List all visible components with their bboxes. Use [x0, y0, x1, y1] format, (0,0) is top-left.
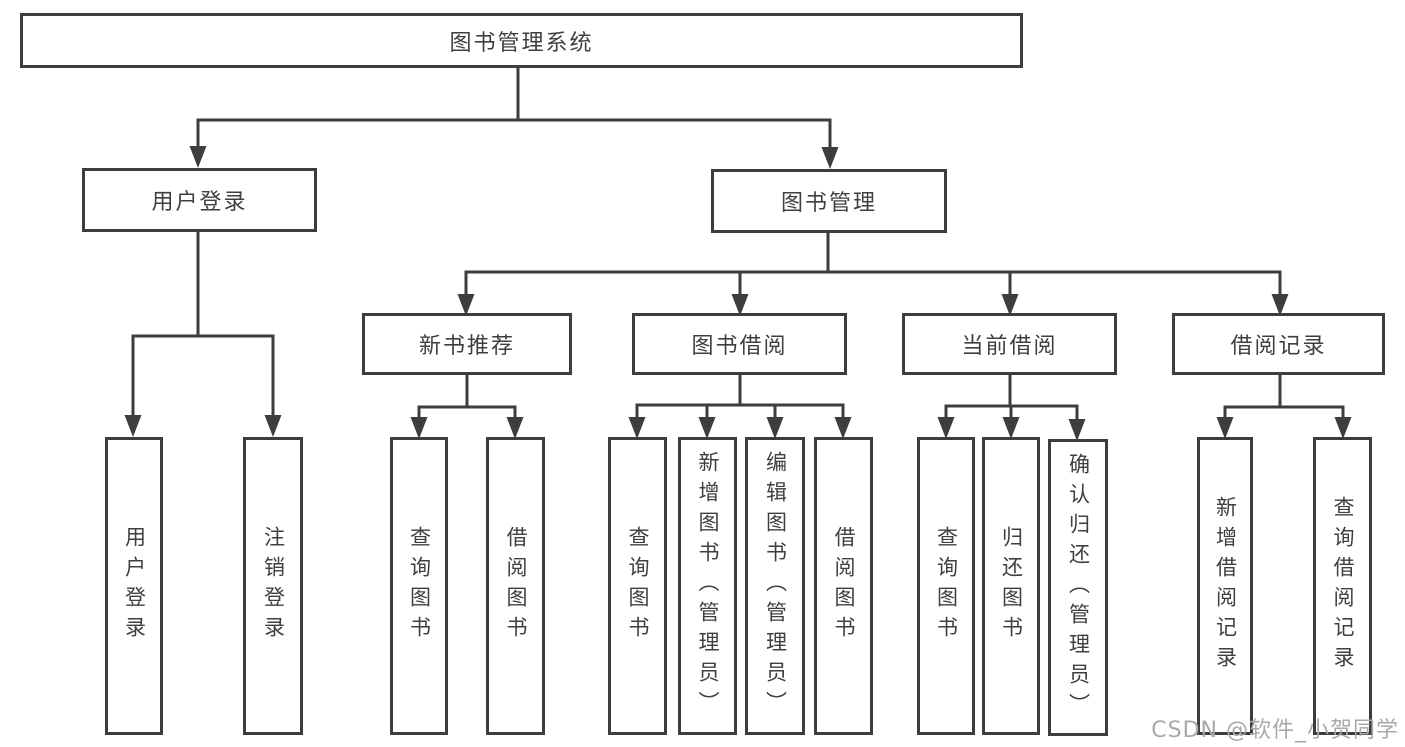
leaf-borrowing-query-books-label: 查询图书: [626, 526, 650, 646]
leaf-logout-label: 注销登录: [261, 526, 286, 646]
node-book-management-label: 图书管理: [780, 191, 877, 216]
leaf-records-query-record-label: 查询借阅记录: [1331, 496, 1355, 676]
node-book-management: 图书管理: [711, 169, 947, 233]
leaf-records-add-record-label: 新增借阅记录: [1213, 496, 1238, 676]
node-book-borrowing-label: 图书借阅: [691, 334, 788, 359]
watermark: CSDN @软件_小贺同学: [1151, 718, 1399, 743]
leaf-borrowing-add-books-admin: 新增图书（管理员）: [678, 437, 737, 735]
leaf-borrowing-borrow-books-label: 借阅图书: [832, 526, 856, 646]
leaf-borrowing-query-books: 查询图书: [608, 437, 667, 735]
leaf-records-query-record: 查询借阅记录: [1313, 437, 1372, 735]
leaf-logout: 注销登录: [243, 437, 303, 735]
node-current-borrowing-label: 当前借阅: [961, 334, 1058, 359]
node-borrowing-records: 借阅记录: [1172, 313, 1385, 375]
leaf-recommend-query-books-label: 查询图书: [407, 526, 432, 646]
node-user-login: 用户登录: [82, 168, 317, 232]
node-root-label: 图书管理系统: [449, 30, 594, 56]
node-borrowing-records-label: 借阅记录: [1230, 334, 1327, 359]
node-new-book-recommend-label: 新书推荐: [418, 334, 515, 359]
node-current-borrowing: 当前借阅: [902, 313, 1117, 375]
leaf-current-confirm-return-admin-label: 确认归还（管理员）: [1066, 452, 1091, 723]
node-user-login-label: 用户登录: [151, 190, 248, 215]
leaf-records-add-record: 新增借阅记录: [1197, 437, 1253, 735]
leaf-recommend-query-books: 查询图书: [390, 437, 448, 735]
leaf-borrowing-add-books-admin-label: 新增图书（管理员）: [696, 451, 720, 721]
leaf-borrowing-edit-books-admin-label: 编辑图书（管理员）: [763, 451, 788, 721]
leaf-current-query-books: 查询图书: [917, 437, 975, 735]
node-root: 图书管理系统: [20, 13, 1023, 68]
node-new-book-recommend: 新书推荐: [362, 313, 572, 375]
leaf-current-return-books: 归还图书: [982, 437, 1040, 735]
leaf-borrowing-edit-books-admin: 编辑图书（管理员）: [745, 437, 805, 735]
leaf-recommend-borrow-books: 借阅图书: [486, 437, 545, 735]
leaf-user-login: 用户登录: [105, 437, 163, 735]
leaf-current-return-books-label: 归还图书: [999, 526, 1024, 646]
node-book-borrowing: 图书借阅: [632, 313, 847, 375]
leaf-current-confirm-return-admin: 确认归还（管理员）: [1048, 439, 1108, 736]
leaf-user-login-label: 用户登录: [122, 526, 147, 646]
leaf-recommend-borrow-books-label: 借阅图书: [504, 526, 528, 646]
leaf-current-query-books-label: 查询图书: [934, 526, 959, 646]
leaf-borrowing-borrow-books: 借阅图书: [814, 437, 873, 735]
